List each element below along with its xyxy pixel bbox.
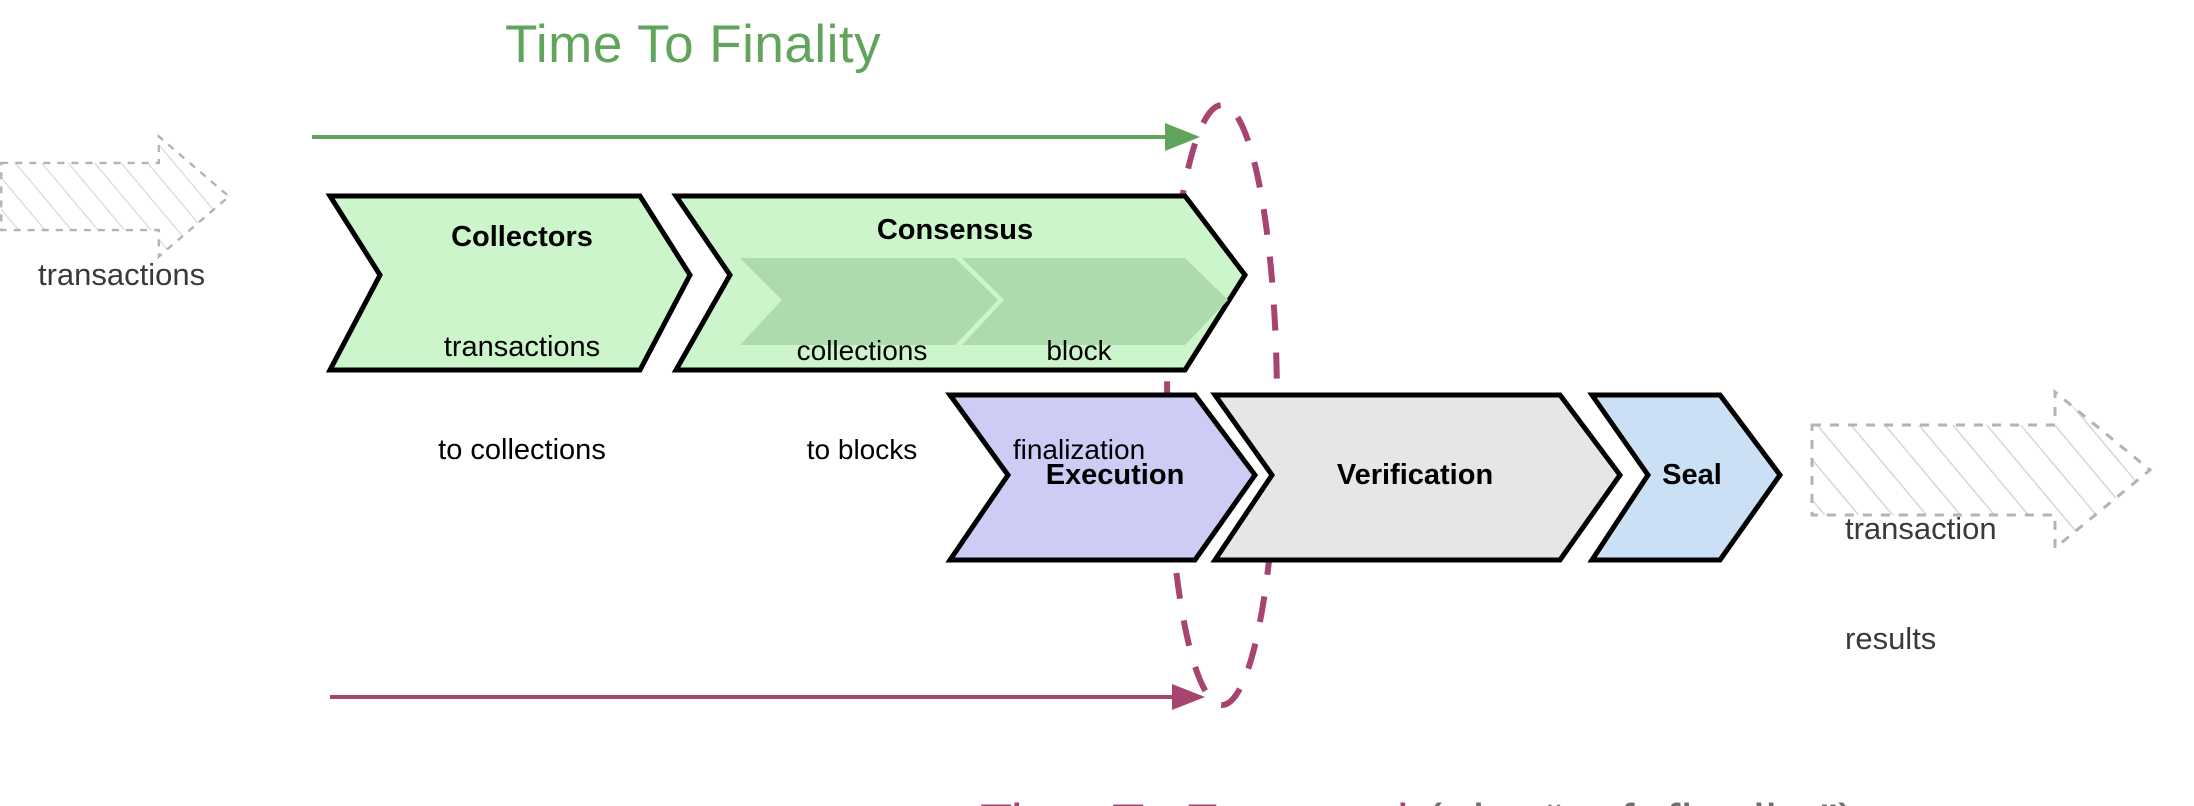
- block-finalization-line-1: block: [1046, 335, 1112, 367]
- time-to-finality-title: Time To Finality: [505, 15, 882, 74]
- collectors-title: Collectors: [451, 221, 593, 253]
- block-finalization-line-2: finalization: [1012, 434, 1146, 466]
- collections-to-blocks-line-1: collections: [796, 335, 928, 367]
- substage-collections-to-blocks[interactable]: [740, 258, 998, 345]
- seal-title: Seal: [1662, 459, 1722, 491]
- block-finalization-label: block finalization: [1013, 268, 1145, 532]
- collectors-sub-line-1: transactions: [443, 331, 601, 364]
- collections-to-blocks-line-2: to blocks: [806, 434, 918, 466]
- transaction-results-line-2: results: [1845, 620, 1937, 656]
- time-to-finality-arrow: [312, 123, 1200, 151]
- stage-verification[interactable]: [1210, 392, 1624, 563]
- collectors-sub-line-2: to collections: [438, 434, 606, 467]
- transactions-input-label: transactions: [38, 257, 206, 292]
- stage-seal[interactable]: [1587, 392, 1784, 563]
- verification-title: Verification: [1336, 459, 1494, 491]
- time-to-executed-arrow: [330, 684, 1205, 710]
- time-to-executed-sub: (aka “soft finality”): [1409, 794, 1856, 806]
- transaction-results-line-1: transaction: [1845, 511, 1997, 547]
- collectors-subtitle: transactions to collections: [438, 262, 606, 536]
- transaction-results-output-label: transaction results: [1845, 438, 1997, 731]
- transactions-input-arrow: [0, 133, 231, 260]
- time-to-executed-title: Time To Executed (aka “soft finality”): [920, 730, 1856, 806]
- stage-execution[interactable]: [945, 392, 1259, 563]
- consensus-title: Consensus: [876, 214, 1034, 246]
- transaction-results-output-arrow: [1810, 388, 2153, 552]
- collections-to-blocks-label: collections to blocks: [797, 268, 928, 532]
- stage-collectors[interactable]: [325, 193, 693, 373]
- time-to-executed-main: Time To Executed: [980, 794, 1409, 806]
- execution-title: Execution: [1045, 459, 1185, 491]
- substage-block-finalization[interactable]: [962, 258, 1228, 345]
